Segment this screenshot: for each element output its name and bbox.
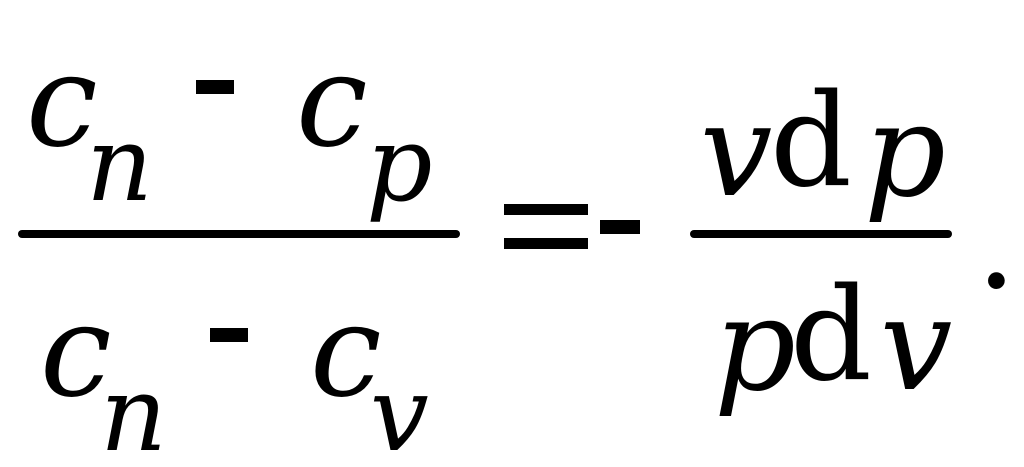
- right-den-d: d: [790, 261, 872, 410]
- final-period: .: [976, 169, 1017, 318]
- den-c-v: c: [310, 277, 382, 426]
- den-c-n: c: [40, 277, 112, 426]
- num-sub-n: n: [86, 103, 153, 225]
- right-den-p: p: [714, 271, 796, 420]
- den-sub-n: n: [100, 353, 167, 467]
- right-num-v: v: [700, 77, 773, 226]
- right-num-p: p: [864, 77, 946, 226]
- right-den-v: v: [880, 271, 953, 420]
- right-num-d: d: [770, 67, 852, 216]
- equals-bottom-bar: [504, 238, 588, 249]
- num-sub-p: p: [366, 103, 433, 225]
- num-c-p: c: [296, 27, 368, 176]
- num-minus-sign: [196, 80, 234, 94]
- den-sub-v: v: [370, 353, 429, 467]
- left-fraction-bar: [18, 230, 460, 238]
- negative-sign: [600, 220, 640, 234]
- num-c-n: c: [26, 27, 98, 176]
- right-fraction-bar: [690, 230, 952, 238]
- den-minus-sign: [210, 328, 248, 342]
- equals-top-bar: [504, 204, 588, 215]
